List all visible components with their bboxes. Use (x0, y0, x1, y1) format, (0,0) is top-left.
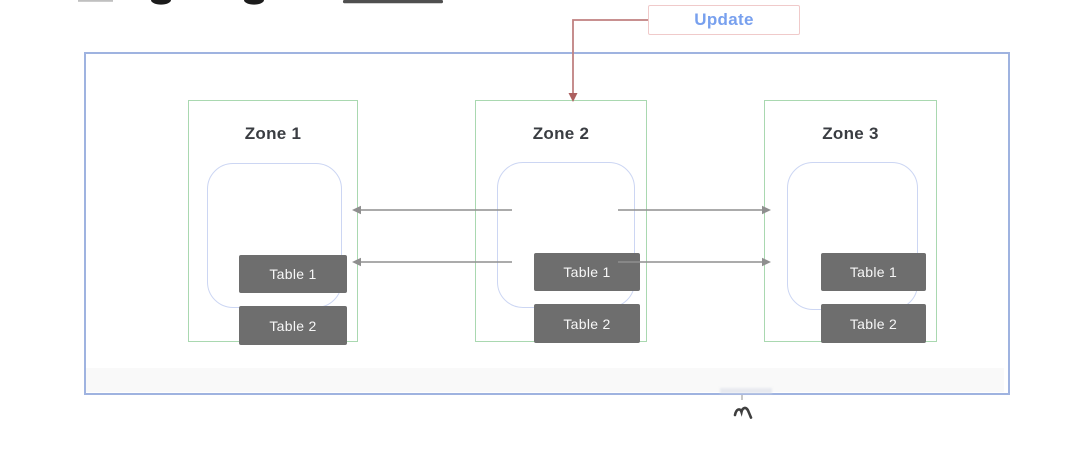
zone-1-table-group: Table 1 Table 2 (207, 163, 347, 345)
bottom-shadow-band (86, 368, 1004, 392)
zone-1-label: Zone 1 (244, 124, 302, 143)
zone-3-table-2: Table 2 (821, 304, 926, 343)
update-label-text: Update (694, 10, 754, 29)
zone-3-table-1: Table 1 (821, 253, 926, 291)
zone-2-table-1: Table 1 (534, 253, 640, 291)
update-label-box: Update (648, 5, 800, 35)
zone-1-table-1: Table 1 (239, 255, 347, 293)
zone-1-box: Zone 1 Table 1 Table 2 (188, 100, 358, 345)
zone-2-table-2: Table 2 (534, 304, 640, 343)
zone-1-table-2: Table 2 (239, 306, 347, 345)
zone-2-box: Zone 2 Table 1 Table 2 (475, 100, 647, 343)
zone-2-label: Zone 2 (532, 124, 590, 143)
region-boundary-box (84, 52, 1010, 395)
zone-3-table-group: Table 1 Table 2 (787, 162, 926, 343)
zone-3-box: Zone 3 Table 1 Table 2 (764, 100, 937, 343)
zone-2-table-group: Table 1 Table 2 (497, 162, 640, 343)
cropped-text-artifact (78, 0, 443, 5)
zone-3-label: Zone 3 (822, 124, 879, 143)
border-smudge-artifact (720, 388, 772, 394)
mouse-cursor-artifact (733, 395, 753, 419)
